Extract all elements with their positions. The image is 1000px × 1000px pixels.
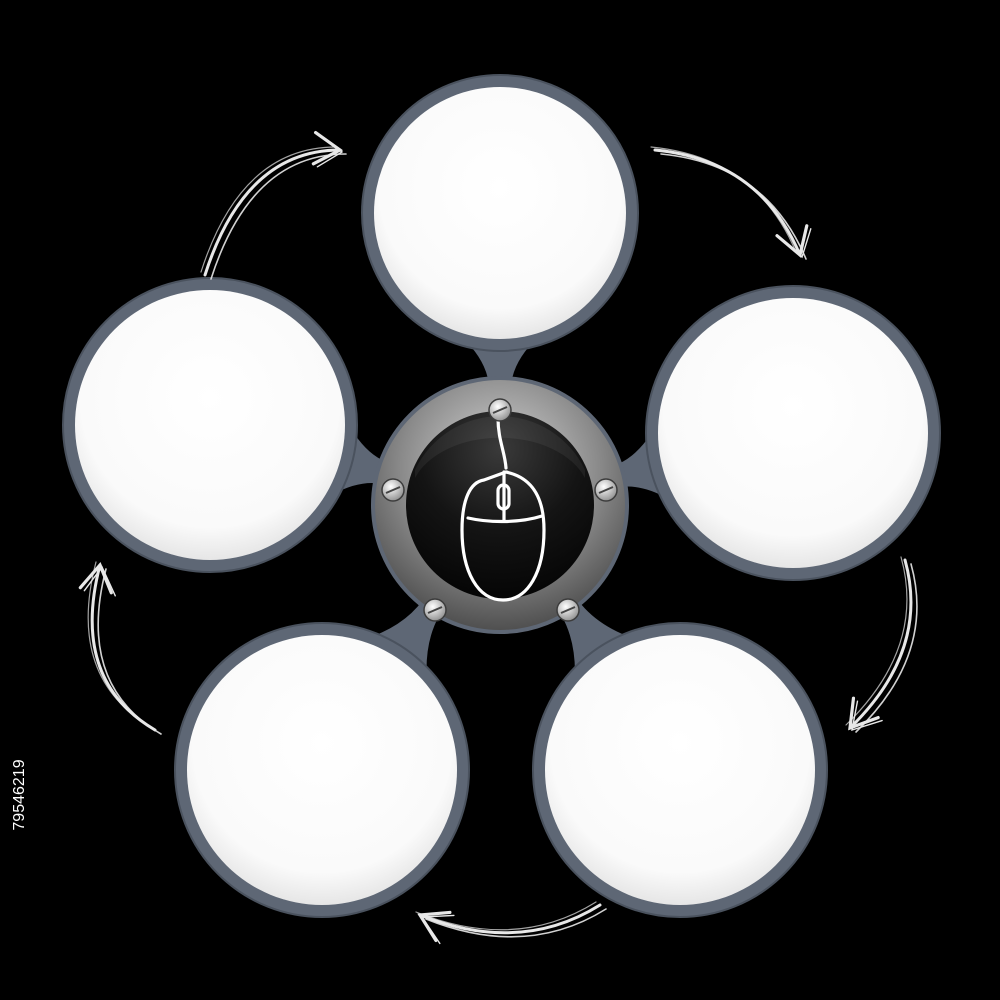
- node-text-area: [658, 298, 928, 568]
- cycle-arrow-4: [78, 561, 162, 735]
- screw-2: [594, 478, 618, 502]
- cycle-arrows: [78, 130, 918, 945]
- cycle-arrow-5: [200, 130, 347, 280]
- node-bottom-right: [532, 622, 828, 918]
- node-bottom-left: [174, 622, 470, 918]
- node-left: [62, 277, 358, 573]
- node-text-area: [545, 635, 815, 905]
- center-hub: [371, 376, 629, 634]
- computer-mouse-icon: [460, 416, 546, 602]
- screw-4: [423, 598, 447, 622]
- node-text-area: [187, 635, 457, 905]
- hub-screws: [381, 398, 618, 622]
- arrowhead: [848, 696, 880, 731]
- cycle-arrow-3: [415, 901, 607, 945]
- cycle-arrow-2: [845, 556, 918, 733]
- connector-1: [466, 341, 534, 400]
- screw-5: [381, 478, 405, 502]
- stock-id-label: 79546219: [11, 759, 28, 830]
- screw-1: [488, 398, 512, 422]
- node-top: [361, 74, 639, 352]
- arrowhead: [78, 561, 113, 595]
- node-text-area: [374, 87, 626, 339]
- diagram-nodes: [62, 74, 941, 918]
- arrowhead: [417, 910, 452, 943]
- node-right: [645, 285, 941, 581]
- screw-3: [556, 598, 580, 622]
- node-text-area: [75, 290, 345, 560]
- cycle-arrow-1: [650, 146, 812, 260]
